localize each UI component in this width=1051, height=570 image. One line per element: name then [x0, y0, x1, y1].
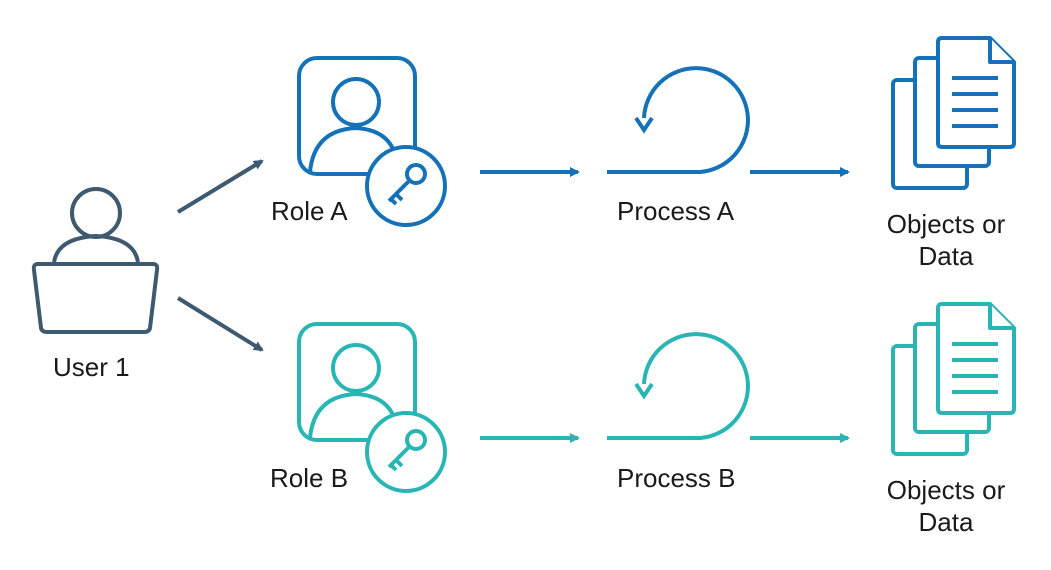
user-laptop-icon: [31, 187, 160, 334]
objects-b-documents-icon: [891, 302, 1016, 456]
process-a-label: Process A: [617, 196, 735, 226]
process-b-label: Process B: [617, 463, 736, 493]
arrow-user-to-role-a: [176, 159, 264, 214]
objects-a-documents-icon: [891, 36, 1016, 190]
role-b-icon: [297, 322, 447, 493]
objects-b-label-line2: Data: [918, 507, 974, 537]
objects-b-label: Objects or Data: [866, 474, 1026, 538]
objects-a-label-line2: Data: [918, 241, 974, 271]
role-a-label: Role A: [271, 196, 348, 226]
key-icon: [387, 163, 427, 206]
objects-b-label-line1: Objects or: [886, 475, 1006, 505]
role-a-icon: [297, 56, 447, 227]
arrow-user-to-role-b: [176, 296, 264, 352]
user-label: User 1: [53, 352, 130, 382]
process-b-loop-icon: [607, 332, 750, 440]
objects-a-label: Objects or Data: [866, 208, 1026, 272]
key-icon: [387, 429, 427, 472]
role-b-label: Role B: [270, 463, 349, 493]
process-a-loop-icon: [607, 66, 750, 174]
objects-a-label-line1: Objects or: [886, 209, 1006, 239]
